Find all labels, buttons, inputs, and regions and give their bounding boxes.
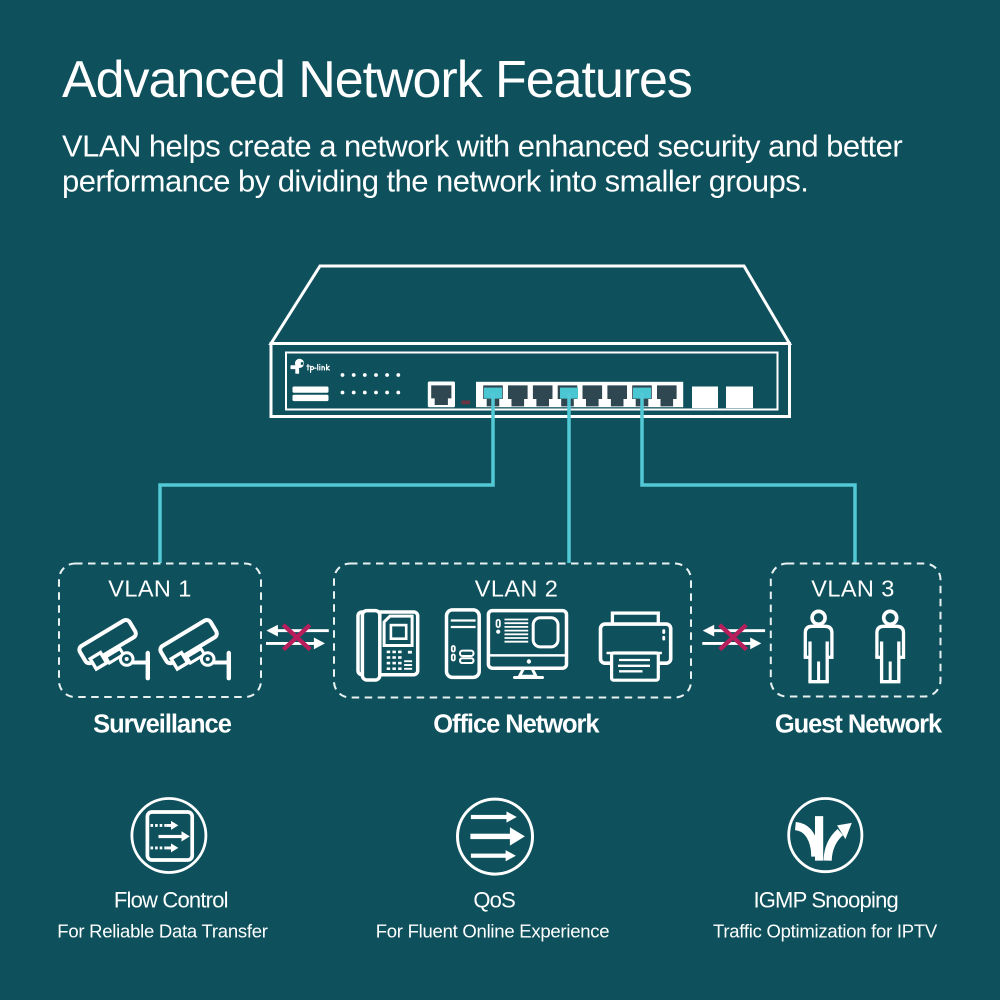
svg-text:VLAN helps create a network wi: VLAN helps create a network with enhance… — [62, 129, 902, 164]
svg-text:VLAN 1: VLAN 1 — [108, 576, 191, 602]
svg-text:Advanced Network Features: Advanced Network Features — [62, 51, 692, 109]
svg-text:Traffic Optimization for IPTV: Traffic Optimization for IPTV — [713, 921, 938, 942]
svg-text:For Fluent Online Experience: For Fluent Online Experience — [376, 921, 610, 942]
svg-text:Flow Control: Flow Control — [114, 888, 228, 913]
svg-text:VLAN 2: VLAN 2 — [475, 576, 558, 602]
svg-text:QoS: QoS — [473, 888, 515, 913]
svg-text:Surveillance: Surveillance — [93, 710, 232, 738]
svg-text:IGMP Snooping: IGMP Snooping — [753, 888, 898, 913]
svg-text:For Reliable Data Transfer: For Reliable Data Transfer — [57, 921, 268, 942]
svg-text:performance by dividing the ne: performance by dividing the network into… — [62, 163, 808, 198]
svg-text:Office Network: Office Network — [433, 710, 600, 738]
svg-text:Guest Network: Guest Network — [775, 710, 943, 738]
svg-text:VLAN 3: VLAN 3 — [811, 576, 894, 602]
